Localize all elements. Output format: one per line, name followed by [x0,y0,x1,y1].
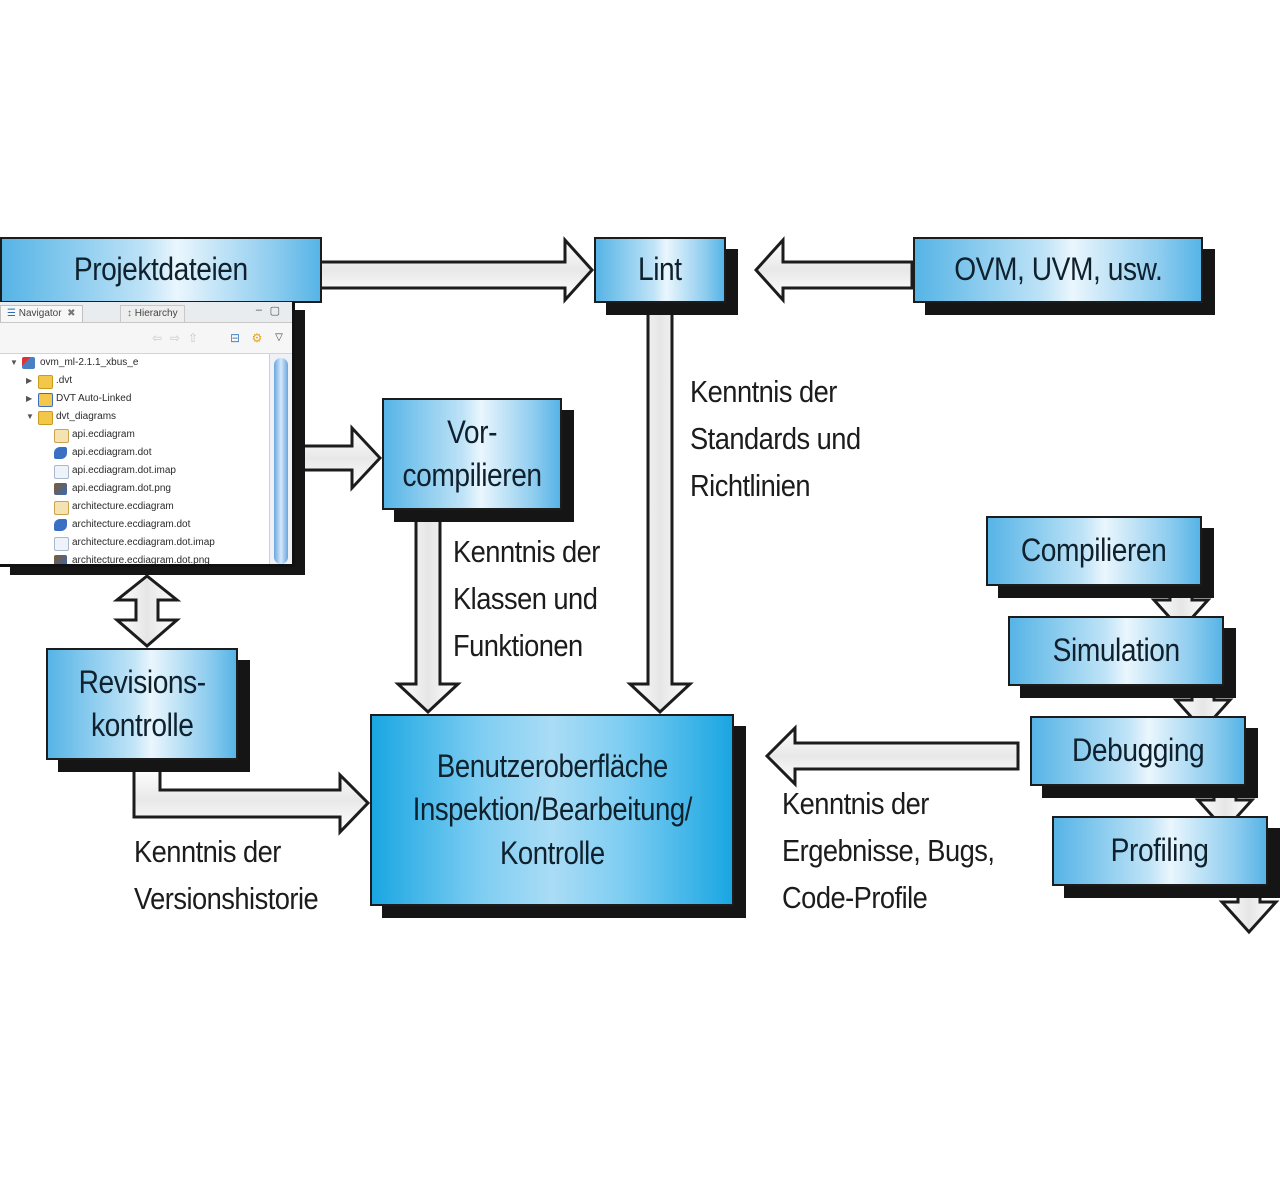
arrow-debugging-to-ui [764,724,1020,788]
project-icon [22,357,35,369]
tree-item[interactable]: architecture.ecdiagram.dot.png [0,552,268,566]
node-revision-control-line-1: Revisions- [78,663,206,700]
edge-label-lint-to-ui: Kenntnis der Standards und Richtlinien [690,374,861,503]
view-menu-icon[interactable]: ▽ [275,332,283,343]
arrow-project-revision-bidirectional [112,574,182,648]
tree-item[interactable]: api.ecdiagram.dot.imap [0,462,268,480]
image-file-icon [54,483,67,495]
text-file-icon [54,465,69,479]
edge-label-tools-to-ui: Kenntnis der Ergebnisse, Bugs, Code-Prof… [782,786,995,915]
node-ui-line-1: Benutzeroberfläche [436,748,668,785]
ecdiagram-icon [54,501,69,515]
arrow-precompile-to-ui [394,518,462,715]
node-user-interface: Benutzeroberfläche Inspektion/Bearbeitun… [370,714,734,906]
tree-item[interactable]: architecture.ecdiagram.dot.imap [0,534,268,552]
folder-icon [38,375,53,389]
dot-file-icon [54,447,67,459]
arrow-lint-to-ui [626,310,694,715]
node-lint-label: Lint [638,251,682,288]
tree-item[interactable]: ▼ ovm_ml-2.1.1_xbus_e [0,354,268,372]
arrow-project-to-lint [294,236,595,304]
navigator-panel: ☰ Navigator ✖ ↕ Hierarchy ‒ ▢ ⇦ ⇨ ⇧ ⊟ ⚙ … [0,302,295,567]
node-profiling: Profiling [1052,816,1268,886]
navigator-toolbar: ⇦ ⇨ ⇧ ⊟ ⚙ ▽ [0,323,292,354]
node-revision-control: Revisions- kontrolle [46,648,238,760]
navigator-tab-bar: ☰ Navigator ✖ ↕ Hierarchy ‒ ▢ [0,302,292,323]
linked-folder-icon [38,393,53,407]
tree-item[interactable]: api.ecdiagram.dot.png [0,480,268,498]
close-icon[interactable]: ✖ [64,308,76,319]
hierarchy-icon: ↕ [127,308,132,319]
tree-item[interactable]: api.ecdiagram.dot [0,444,268,462]
back-icon[interactable]: ⇦ [151,331,163,345]
expanded-twisty-icon[interactable]: ▼ [10,358,18,367]
edge-label-precompile-to-ui: Kenntnis der Klassen und Funktionen [453,534,600,663]
link-with-editor-icon[interactable]: ⚙ [251,331,263,345]
tree-item-label: api.ecdiagram.dot.imap [72,465,176,476]
tab-hierarchy[interactable]: ↕ Hierarchy [120,305,185,322]
node-project-files-label: Projektdateien [74,251,248,288]
tree-item[interactable]: ▼ dvt_diagrams [0,408,268,426]
node-debugging-label: Debugging [1071,732,1205,769]
minimize-icon[interactable]: ‒ [255,304,262,316]
node-precompile-line-2: compilieren [402,457,542,493]
tree-item-label: api.ecdiagram.dot [72,447,152,458]
tree-item-label: api.ecdiagram [72,429,135,440]
node-ovm-uvm-label: OVM, UVM, usw. [953,251,1163,288]
text-file-icon [54,537,69,551]
tree-item-label: architecture.ecdiagram.dot.png [72,555,210,566]
up-icon[interactable]: ⇧ [187,331,199,345]
maximize-icon[interactable]: ▢ [269,305,280,317]
node-ui-line-2: Inspektion/Bearbeitung/ [412,791,692,828]
node-revision-control-line-2: kontrolle [90,707,194,743]
tab-navigator[interactable]: ☰ Navigator ✖ [0,305,83,322]
node-compile-label: Compilieren [1021,532,1167,569]
ecdiagram-icon [54,429,69,443]
tree-item-label: ovm_ml-2.1.1_xbus_e [40,357,139,368]
node-ovm-uvm: OVM, UVM, usw. [913,237,1203,303]
collapse-all-icon[interactable]: ⊟ [229,331,241,345]
collapsed-twisty-icon[interactable]: ▶ [26,376,33,385]
tree-item-label: api.ecdiagram.dot.png [72,483,171,494]
node-compile: Compilieren [986,516,1202,586]
tree-item-label: architecture.ecdiagram.dot.imap [72,537,215,548]
image-file-icon [54,555,67,564]
collapsed-twisty-icon[interactable]: ▶ [26,394,33,403]
node-simulation: Simulation [1008,616,1224,686]
node-profiling-label: Profiling [1111,832,1209,869]
tree-item[interactable]: api.ecdiagram [0,426,268,444]
node-precompile-line-1: Vor- [447,413,497,450]
tree-item-label: dvt_diagrams [56,411,117,422]
node-simulation-label: Simulation [1052,632,1180,669]
navigator-view-icon: ☰ [7,308,16,319]
edge-label-revision-to-ui: Kenntnis der Versionshistorie [134,834,319,916]
node-lint: Lint [594,237,726,303]
expanded-twisty-icon[interactable]: ▼ [26,412,34,421]
node-debugging: Debugging [1030,716,1246,786]
tree-item-label: architecture.ecdiagram [72,501,174,512]
tree-item-label: .dvt [56,375,73,386]
arrow-revision-to-ui [132,766,371,836]
tree-item-label: DVT Auto-Linked [56,393,132,404]
scrollbar-thumb[interactable] [274,358,288,564]
arrow-project-to-precompile [294,424,383,492]
arrow-ovm-to-lint [753,236,914,304]
node-ui-line-3: Kontrolle [499,834,605,871]
tree-item[interactable]: ▶ DVT Auto-Linked [0,390,268,408]
file-tree: ▼ ovm_ml-2.1.1_xbus_e ▶ .dvt ▶ DVT Auto-Linke… [0,354,268,566]
tree-item[interactable]: ▶ .dvt [0,372,268,390]
tree-item[interactable]: architecture.ecdiagram [0,498,268,516]
forward-icon[interactable]: ⇨ [169,331,181,345]
dot-file-icon [54,519,67,531]
folder-icon [38,411,53,425]
tree-item-label: architecture.ecdiagram.dot [72,519,191,530]
tree-item[interactable]: architecture.ecdiagram.dot [0,516,268,534]
node-precompile: Vor- compilieren [382,398,562,510]
node-project-files: Projektdateien [0,237,322,303]
